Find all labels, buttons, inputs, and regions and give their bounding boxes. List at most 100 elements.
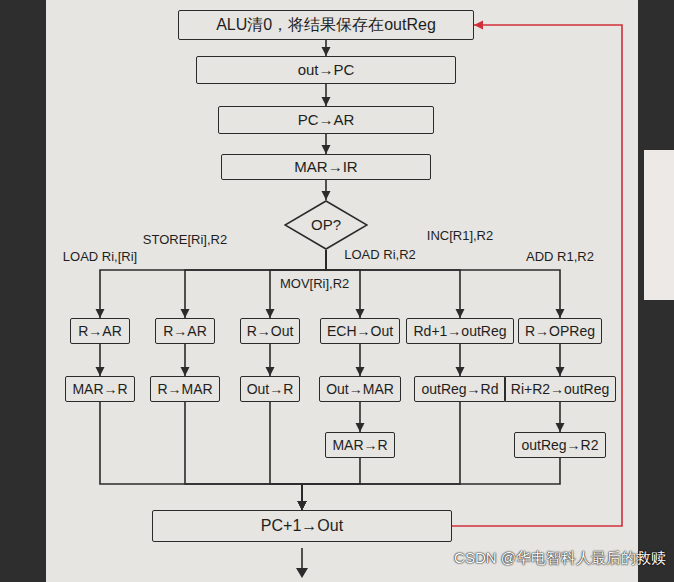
arrowhead xyxy=(322,47,331,56)
arrowhead xyxy=(298,501,307,510)
process-box: MAR→R xyxy=(65,376,134,402)
flow-connector xyxy=(555,402,564,432)
flow-connector xyxy=(270,402,307,510)
exit-arrowhead xyxy=(296,568,308,578)
arrowhead xyxy=(355,423,364,432)
exit-arrow xyxy=(301,548,303,570)
flow-connector xyxy=(185,402,307,510)
flow-connector xyxy=(266,344,275,376)
arrowhead xyxy=(356,367,365,376)
box-label: R→AR xyxy=(78,323,122,340)
process-box: R→AR xyxy=(70,318,130,344)
arrowhead xyxy=(455,367,464,376)
process-box: R→MAR xyxy=(150,376,219,402)
process-box: R→Out xyxy=(240,318,301,344)
arrowhead xyxy=(266,367,275,376)
connector-line xyxy=(100,402,302,510)
flow-connector xyxy=(95,344,104,376)
flow-connector xyxy=(180,344,189,376)
watermark: CSDN @华电智科人最后的救赎 xyxy=(454,549,666,568)
process-box: Rd+1→outReg xyxy=(406,318,513,344)
diamond-shape xyxy=(285,201,367,249)
arrowhead xyxy=(556,367,565,376)
box-label: MAR→R xyxy=(332,437,387,454)
process-box: out→PC xyxy=(196,56,456,84)
arrowhead xyxy=(298,501,307,510)
arrowhead xyxy=(356,309,365,318)
process-box: Out→R xyxy=(240,376,301,402)
arrowhead xyxy=(181,309,190,318)
box-label: Rd+1→outReg xyxy=(413,323,506,340)
connector-line xyxy=(452,25,622,526)
process-box: outReg→Rd xyxy=(414,376,505,402)
flow-connector xyxy=(322,134,331,154)
process-box: outReg→R2 xyxy=(514,432,605,458)
box-label: outReg→Rd xyxy=(421,381,498,398)
arrowhead xyxy=(474,21,483,30)
box-label: MAR→IR xyxy=(294,158,357,176)
process-box: PC→AR xyxy=(218,106,434,134)
decision-diamond: OP? xyxy=(284,200,368,250)
flow-connector xyxy=(322,180,331,200)
box-label: PC+1→Out xyxy=(261,516,343,535)
box-label: ECH→Out xyxy=(327,323,393,340)
start-box: ALU清0，将结果保存在outReg xyxy=(178,10,474,40)
flow-connector xyxy=(298,402,460,510)
flow-connector xyxy=(556,344,565,376)
process-box: MAR→R xyxy=(325,432,394,458)
box-label: R→MAR xyxy=(157,381,212,398)
arrowhead xyxy=(298,501,307,510)
branch-label: ADD R1,R2 xyxy=(524,249,596,265)
arrowhead xyxy=(96,309,105,318)
arrowhead xyxy=(555,423,564,432)
arrowhead xyxy=(322,145,331,154)
box-label: R→OPReg xyxy=(525,323,595,340)
flow-connector xyxy=(322,84,331,106)
arrowhead xyxy=(322,97,331,106)
flow-connector xyxy=(355,402,364,432)
paper-fragment xyxy=(644,150,674,300)
arrowhead xyxy=(95,367,104,376)
branch-label: LOAD Ri,[Ri] xyxy=(61,249,139,265)
process-box: PC+1→Out xyxy=(152,510,452,542)
box-label: R→AR xyxy=(163,323,207,340)
arrowhead xyxy=(298,501,307,510)
connector-line xyxy=(302,458,560,510)
arrowhead xyxy=(556,309,565,318)
box-label: ALU清0，将结果保存在outReg xyxy=(216,15,436,34)
box-label: OP? xyxy=(311,216,341,234)
box-label: outReg→R2 xyxy=(521,437,598,454)
box-label: PC→AR xyxy=(298,111,355,129)
box-label: Out→R xyxy=(247,381,294,398)
process-box: MAR→IR xyxy=(221,154,431,180)
flow-connector xyxy=(298,458,560,510)
arrowhead xyxy=(298,501,307,510)
box-label: MAR→R xyxy=(72,381,127,398)
process-box: Out→MAR xyxy=(319,376,401,402)
connector-line xyxy=(302,402,460,510)
branch-label: INC[R1],R2 xyxy=(425,228,495,244)
arrowhead xyxy=(180,367,189,376)
box-label: R→Out xyxy=(247,323,294,340)
connector-line xyxy=(270,402,302,510)
loop-connector xyxy=(452,21,622,527)
box-label: Out→MAR xyxy=(326,381,394,398)
process-box: ECH→Out xyxy=(320,318,400,344)
paper-sheet xyxy=(46,0,638,582)
process-box: R→OPReg xyxy=(518,318,602,344)
flow-connector xyxy=(322,40,331,56)
process-box: R→AR xyxy=(155,318,215,344)
branch-label: MOV[Ri],R2 xyxy=(278,276,351,292)
arrowhead xyxy=(322,191,331,200)
arrowhead xyxy=(455,309,464,318)
process-box: Ri+R2→outReg xyxy=(504,376,616,402)
box-label: out→PC xyxy=(298,61,355,79)
flow-connector xyxy=(100,402,307,510)
flow-connector xyxy=(455,344,464,376)
box-label: Ri+R2→outReg xyxy=(511,381,609,398)
connector-line xyxy=(185,402,302,510)
arrowhead xyxy=(298,501,307,510)
flow-connector xyxy=(356,344,365,376)
branch-label: STORE[Ri],R2 xyxy=(141,232,229,248)
